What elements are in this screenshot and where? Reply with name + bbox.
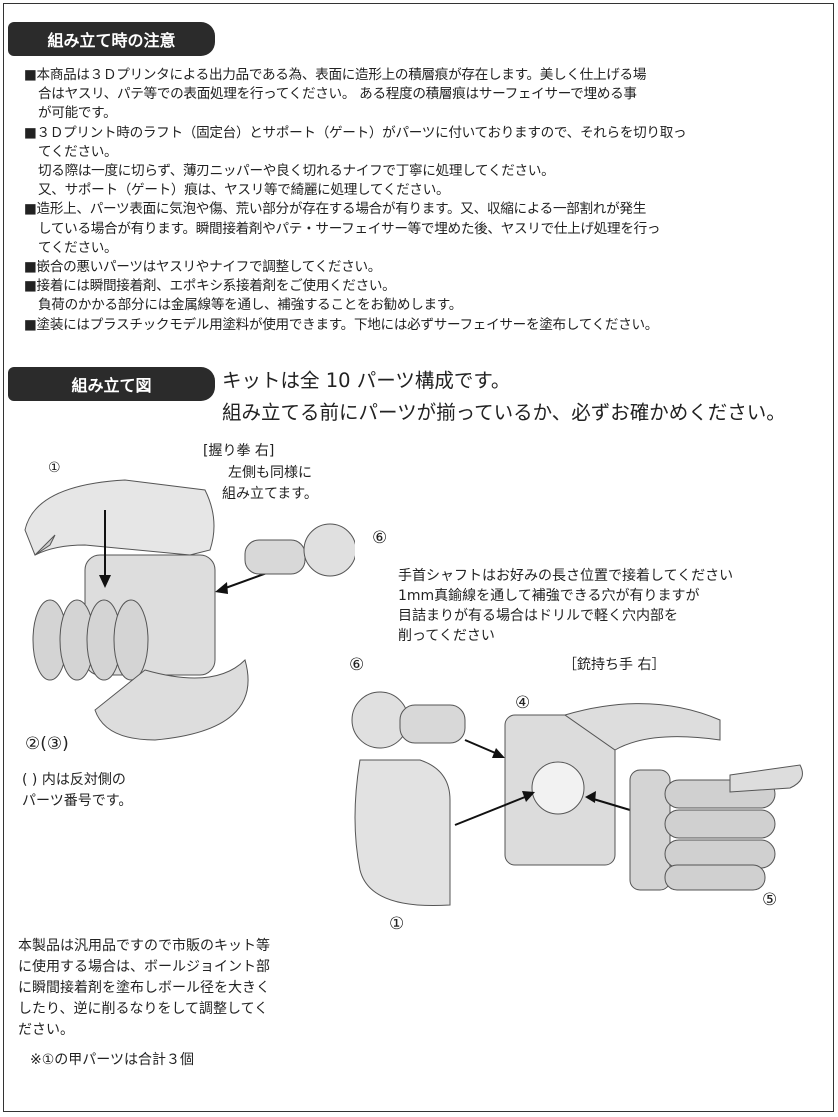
note-line: ■塗装にはプラスチックモデル用塗料が使用できます。下地には必ずサーフェイサーを塗… — [24, 316, 659, 333]
caution-list: ■本商品は３Ｄプリンタによる出力品である為、表面に造形上の積層痕が存在します。美… — [24, 66, 824, 335]
footer-line: したり、逆に削るなりをして調整してく — [18, 1001, 269, 1017]
note-line: ■３Ｄプリント時のラフト（固定台）とサポート（ゲート）がパーツに付いておりますの… — [24, 124, 687, 141]
note-line: ■嵌合の悪いパーツはヤスリやナイフで調整してください。 — [24, 259, 382, 276]
note-line: が可能です。 — [38, 105, 117, 122]
intro-check: 組み立てる前にパーツが揃っているか、必ずお確かめください。 — [222, 401, 786, 424]
section-title-cautions: 組み立て時の注意 — [8, 22, 215, 56]
note-line: ■造形上、パーツ表面に気泡や傷、荒い部分が存在する場合が有ります。又、収縮による… — [24, 201, 647, 218]
note-line: 切る際は一度に切らず、薄刃ニッパーや良く切れるナイフで丁寧に処理してください。 — [38, 163, 555, 180]
note-line: てください。 — [38, 239, 118, 256]
footer-note: 本製品は汎用品ですので市販のキット等 に使用する場合は、ボールジョイント部 に瞬… — [18, 936, 270, 1041]
paren-note: パーツ番号です。 — [22, 793, 133, 809]
gun-hand-illustration — [351, 691, 803, 907]
footer-line: に使用する場合は、ボールジョイント部 — [18, 959, 270, 975]
parts-count-note: ※①の甲パーツは合計３個 — [30, 1052, 195, 1068]
part-number-1: ① — [389, 914, 405, 934]
wrist-note: 手首シャフトはお好みの長さ位置で接着してください — [398, 568, 734, 584]
part-number-2-3: ②(③) — [25, 734, 69, 754]
fist-title: [握り拳 右] — [203, 443, 275, 459]
wrist-note: 1mm真鍮線を通して補強できる穴が有りますが — [398, 588, 700, 604]
note-line: している場合が有ります。瞬間接着剤やパテ・サーフェイサー等で埋めた後、ヤスリで仕… — [38, 220, 661, 237]
paren-note: ( ) 内は反対側の — [22, 772, 126, 788]
fist-note: 組み立てます。 — [222, 486, 318, 502]
page-frame — [3, 3, 834, 1112]
part-number-6: ⑥ — [349, 655, 365, 675]
wrist-note: 目詰まりが有る場合はドリルで軽く穴内部を — [398, 608, 678, 624]
note-line: 合はヤスリ、パテ等での表面処理を行ってください。 ある程度の積層痕はサーフェイサ… — [38, 86, 637, 103]
note-line: ■本商品は３Ｄプリンタによる出力品である為、表面に造形上の積層痕が存在します。美… — [24, 67, 647, 83]
note-line: ■接着には瞬間接着剤、エポキシ系接着剤をご使用ください。 — [24, 278, 396, 295]
intro-parts-count: キットは全 10 パーツ構成です。 — [222, 369, 511, 392]
part-number-1: ① — [48, 460, 61, 476]
footer-line: に瞬間接着剤を塗布しボール径を大きく — [18, 980, 270, 996]
wrist-note: 削ってください — [398, 628, 495, 644]
note-line: てください。 — [38, 143, 118, 160]
footer-line: ださい。 — [18, 1022, 74, 1038]
part-number-4: ④ — [515, 693, 531, 713]
gun-hand-title: ［銃持ち手 右］ — [563, 657, 666, 673]
part-number-6: ⑥ — [372, 528, 388, 548]
part-number-5: ⑤ — [762, 890, 778, 910]
note-line: 負荷のかかる部分には金属線等を通し、補強することをお勧めします。 — [38, 297, 463, 314]
section-title-assembly: 組み立て図 — [8, 367, 215, 401]
fist-note: 左側も同様に — [228, 465, 312, 481]
fist-illustration — [24, 479, 355, 741]
footer-line: 本製品は汎用品ですので市販のキット等 — [18, 938, 270, 954]
note-line: 又、サポート（ゲート）痕は、ヤスリ等で綺麗に処理してください。 — [38, 182, 450, 199]
